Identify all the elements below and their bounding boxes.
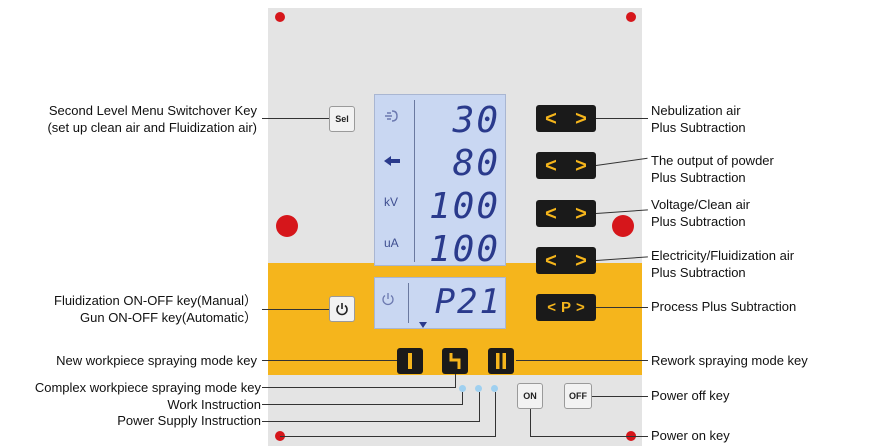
label-process: Process Plus Subtraction — [651, 299, 797, 314]
label-power-off: Power off key — [651, 388, 730, 403]
label-power-supply: Power Supply Instruction — [117, 413, 261, 428]
power-supply-led — [491, 385, 498, 392]
right-arrow-icon: > — [575, 249, 587, 272]
label-power-on: Power on key — [651, 428, 730, 443]
power-on-button[interactable]: ON — [517, 383, 543, 409]
indicator-dot-left — [276, 215, 298, 237]
right-arrow-icon: > — [576, 299, 585, 316]
lcd-program-divider — [408, 283, 409, 323]
label-nebulization-1: Nebulization air — [651, 103, 741, 118]
label-fluidization-2: Gun ON-OFF key(Automatic） — [80, 310, 257, 325]
leader-line-on — [530, 436, 648, 437]
label-sel-1: Second Level Menu Switchover Key — [48, 103, 257, 118]
air-icon — [383, 108, 401, 129]
led-indicator-1 — [459, 385, 466, 392]
label-electricity-1: Electricity/Fluidization air — [651, 248, 795, 263]
readout-program: P21 — [434, 282, 502, 322]
complex-workpiece-mode-button[interactable] — [442, 348, 468, 374]
single-bar-icon — [408, 353, 412, 369]
right-arrow-icon: > — [575, 202, 587, 225]
label-powder-1: The output of powder — [651, 153, 774, 168]
step-bar-icon — [449, 353, 461, 369]
powder-icon — [383, 154, 401, 173]
lcd-program-display — [374, 277, 506, 329]
readout-voltage: 100 — [428, 186, 500, 227]
leader-line-complex-mode-vertical — [455, 374, 456, 388]
process-arrow-key[interactable]: < P > — [536, 294, 596, 321]
leader-line-supply — [262, 421, 480, 422]
label-voltage-1: Voltage/Clean air — [651, 197, 751, 212]
unit-kv: kV — [384, 195, 399, 209]
label-fluidization-1: Fluidization ON-OFF key(Manual） — [54, 293, 257, 308]
readout-powder: 80 — [452, 143, 500, 184]
lcd-divider — [414, 100, 415, 262]
indicator-dot-right — [612, 215, 634, 237]
fluidization-power-button[interactable] — [329, 296, 355, 322]
new-workpiece-mode-button[interactable] — [397, 348, 423, 374]
power-icon — [336, 303, 348, 316]
leader-line-sel — [262, 118, 329, 119]
nebulization-arrow-key[interactable]: <> — [536, 105, 596, 132]
left-arrow-icon: < — [545, 202, 557, 225]
label-sel-2: (set up clean air and Fluidization air) — [47, 120, 257, 135]
down-triangle-icon — [419, 322, 427, 328]
right-arrow-icon: > — [575, 107, 587, 130]
sel-button[interactable]: Sel — [329, 106, 355, 132]
double-bar-icon — [496, 353, 506, 369]
label-complex-mode: Complex workpiece spraying mode key — [34, 380, 261, 395]
leader-line-process — [596, 307, 648, 308]
label-nebulization-2: Plus Subtraction — [651, 120, 746, 135]
label-work-instruction: Work Instruction — [167, 397, 261, 412]
label-new-mode: New workpiece spraying mode key — [56, 353, 257, 368]
label-powder-2: Plus Subtraction — [651, 170, 746, 185]
readout-nebulization: 30 — [452, 100, 500, 141]
leader-line-new-mode — [262, 360, 397, 361]
leader-line-work — [262, 404, 463, 405]
screw-top-left — [275, 12, 285, 22]
leader-line-supply-vertical — [479, 392, 480, 421]
p-key-label: P — [560, 299, 571, 316]
label-rework: Rework spraying mode key — [651, 353, 808, 368]
right-arrow-icon: > — [575, 154, 587, 177]
work-instruction-led — [475, 385, 482, 392]
powder-arrow-key[interactable]: <> — [536, 152, 596, 179]
label-voltage-2: Plus Subtraction — [651, 214, 746, 229]
screw-top-right — [626, 12, 636, 22]
left-arrow-icon: < — [545, 154, 557, 177]
voltage-arrow-key[interactable]: <> — [536, 200, 596, 227]
leader-line-on-vertical — [530, 409, 531, 436]
leader-line-work-vertical — [462, 392, 463, 404]
electricity-arrow-key[interactable]: <> — [536, 247, 596, 274]
left-arrow-icon: < — [545, 107, 557, 130]
label-electricity-2: Plus Subtraction — [651, 265, 746, 280]
leader-line-bottom-left — [280, 436, 496, 437]
left-arrow-icon: < — [545, 249, 557, 272]
leader-line-nebulization — [596, 118, 648, 119]
leader-line-fluidization — [262, 309, 329, 310]
rework-mode-button[interactable] — [488, 348, 514, 374]
leader-line-rework — [516, 360, 648, 361]
readout-electricity: 100 — [428, 229, 500, 270]
left-arrow-icon: < — [547, 299, 556, 316]
power-off-button[interactable]: OFF — [564, 383, 592, 409]
lcd-display — [374, 94, 506, 266]
leader-line-complex-mode — [262, 387, 456, 388]
leader-line-led3-vertical — [495, 392, 496, 436]
unit-ua: uA — [384, 236, 399, 250]
power-icon — [381, 292, 395, 311]
leader-line-off — [592, 396, 648, 397]
